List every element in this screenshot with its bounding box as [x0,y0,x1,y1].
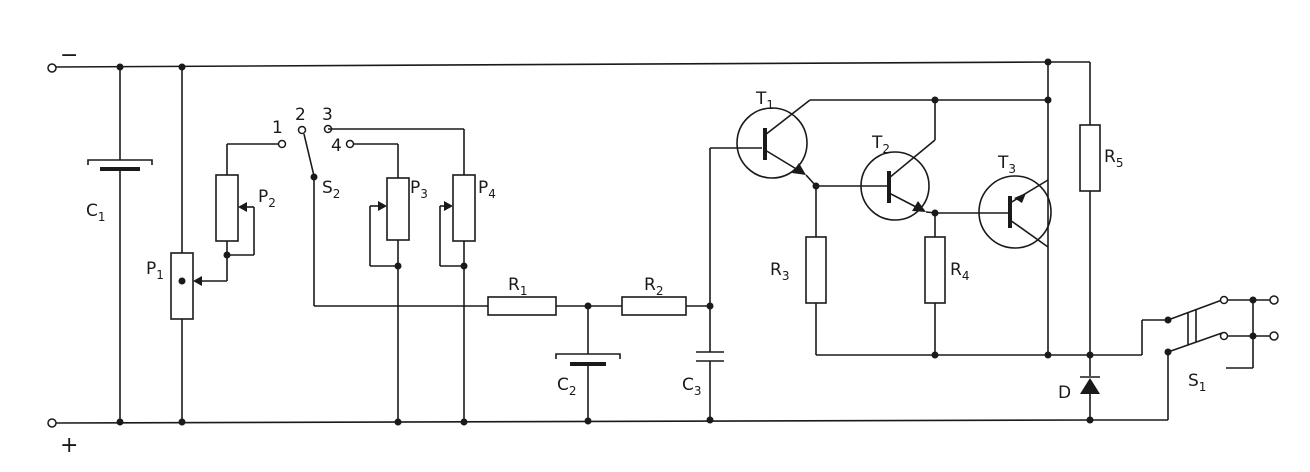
label-c1: C1 [86,201,106,224]
label-s2: S2 [322,178,340,201]
resistor-r3 [805,186,827,355]
positive-rail [53,355,1169,424]
label-t1-index: 1 [766,98,774,112]
switch-position-2: 2 [295,105,306,125]
label-p1-letter: P [146,259,156,279]
positive-polarity-label: + [60,433,78,458]
negative-input-terminal [47,63,57,73]
label-s1: S1 [1188,371,1206,394]
label-p4-letter: P [478,178,488,198]
label-p1-index: 1 [156,268,164,282]
capacitor-c1 [87,67,153,422]
switch-position-4: 4 [331,136,342,156]
label-s1-index: 1 [1199,380,1207,394]
label-t3-letter: T [997,153,1009,173]
resistor-r1 [487,296,622,316]
label-c1-letter: C [86,201,98,221]
selector-switch-s2 [277,124,488,307]
label-r1: R1 [508,275,527,298]
label-t2-letter: T [871,133,883,153]
label-r1-letter: R [508,275,520,295]
transistor-t1 [736,99,1048,187]
label-s2-index: 2 [333,187,341,201]
junction-dots [116,58,1094,426]
label-d: D [1058,383,1071,403]
label-r1-index: 1 [520,284,528,298]
potentiometer-p4 [439,174,476,422]
label-s2-letter: S [322,178,333,198]
label-c1-index: 1 [98,210,106,224]
capacitor-c3 [696,306,724,420]
label-c2-letter: C [557,375,569,395]
label-c3-index: 3 [694,384,702,398]
label-p2: P2 [258,187,276,210]
negative-polarity-label: − [60,43,78,68]
label-p3-letter: P [410,178,420,198]
label-p4-index: 4 [488,187,496,201]
label-p2-letter: P [258,187,268,207]
double-switch-s1 [1141,295,1279,369]
resistor-r4 [924,213,946,355]
label-c2-index: 2 [569,384,577,398]
label-r5-index: 5 [1116,156,1124,170]
resistor-r2 [621,296,710,316]
switch-position-1: 1 [272,118,283,138]
label-t3-index: 3 [1008,162,1016,176]
label-t1-letter: T [755,89,767,109]
transistor-t2 [816,100,937,221]
label-r4-letter: R [950,260,962,280]
potentiometer-p3 [369,177,410,422]
label-c3-letter: C [682,375,694,395]
resistor-r5 [1079,62,1101,376]
label-r5: R5 [1104,147,1123,170]
label-t1: T1 [755,89,774,112]
label-p1: P1 [146,259,164,282]
label-r3-letter: R [770,260,782,280]
label-r3-index: 3 [782,269,790,283]
label-r4-index: 4 [962,269,970,283]
label-c2: C2 [557,375,577,398]
diode-d [1080,376,1100,420]
label-t2-index: 2 [882,142,890,156]
label-r2-letter: R [644,275,656,295]
label-r2-index: 2 [656,284,664,298]
potentiometer-p2 [215,143,279,281]
label-p4: P4 [478,178,496,201]
label-c3: C3 [682,375,702,398]
switch-position-3: 3 [322,105,333,125]
label-p3-index: 3 [420,187,428,201]
label-t3: T3 [997,153,1016,176]
capacitor-c2 [555,306,621,421]
negative-rail [53,61,1090,68]
label-r3: R3 [770,260,789,283]
transistor-t3 [936,175,1052,249]
label-r2: R2 [644,275,663,298]
positive-input-terminal [47,418,57,428]
label-r4: R4 [950,260,969,283]
label-r5-letter: R [1104,147,1116,167]
label-t2: T2 [871,133,890,156]
label-s1-letter: S [1188,371,1199,391]
label-p2-index: 2 [268,196,276,210]
label-p3: P3 [410,178,428,201]
potentiometer-p1 [170,67,227,422]
